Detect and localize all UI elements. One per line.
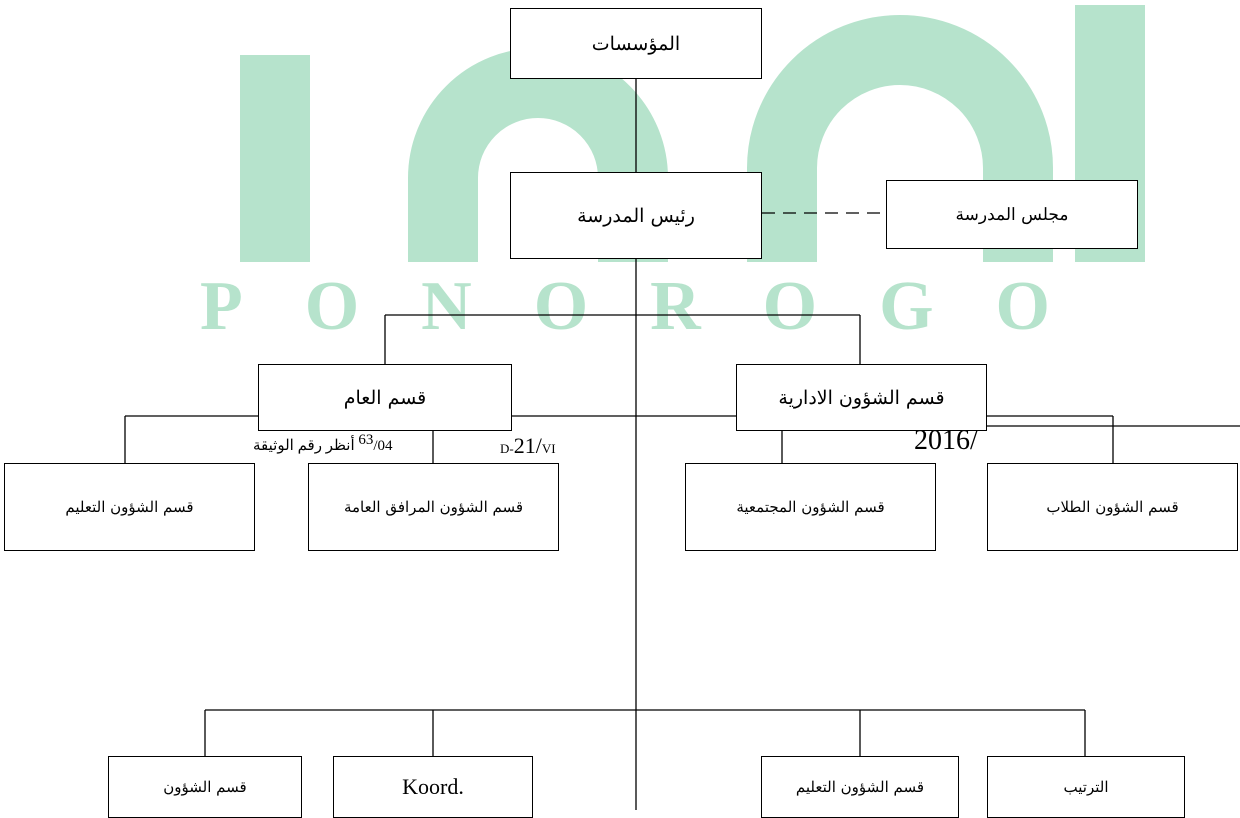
watermark-letter: G bbox=[879, 268, 934, 345]
watermark-letter: O bbox=[762, 268, 818, 345]
education-affairs-box: قسم الشؤون التعليم bbox=[4, 463, 255, 551]
document-code-prefix: D- bbox=[500, 441, 514, 456]
education-affairs-2-label: قسم الشؤون التعليم bbox=[795, 778, 925, 796]
student-affairs-label: قسم الشؤون الطلاب bbox=[1046, 498, 1179, 516]
general-section-label: قسم العام bbox=[343, 386, 427, 409]
community-affairs-label: قسم الشؤون المجتمعية bbox=[736, 498, 885, 516]
watermark-letter: O bbox=[304, 268, 360, 345]
administrative-affairs-box: قسم الشؤون الادارية bbox=[736, 364, 987, 431]
document-year: 2016/ bbox=[914, 425, 978, 456]
document-code-roman: VI bbox=[541, 441, 556, 456]
student-affairs-box: قسم الشؤون الطلاب bbox=[987, 463, 1238, 551]
principal-label: رئيس المدرسة bbox=[577, 204, 695, 227]
institutions-label: المؤسسات bbox=[591, 32, 681, 55]
public-facilities-affairs-label: قسم الشؤون المرافق العامة bbox=[343, 498, 524, 516]
public-facilities-affairs-box: قسم الشؤون المرافق العامة bbox=[308, 463, 559, 551]
watermark-letter: P bbox=[200, 268, 243, 345]
footnote-text: /04 أنظر رقم الوثيقة bbox=[253, 438, 393, 454]
community-affairs-box: قسم الشؤون المجتمعية bbox=[685, 463, 936, 551]
document-code-number: 21/ bbox=[513, 433, 542, 458]
affairs-partial-label: قسم الشؤون bbox=[163, 778, 247, 796]
watermark-letter: R bbox=[650, 268, 701, 345]
principal-box: رئيس المدرسة bbox=[510, 172, 762, 259]
education-affairs-label: قسم الشؤون التعليم bbox=[65, 498, 194, 516]
school-council-box: مجلس المدرسة bbox=[886, 180, 1138, 249]
general-section-box: قسم العام bbox=[258, 364, 512, 431]
administrative-affairs-label: قسم الشؤون الادارية bbox=[778, 386, 945, 409]
arrangement-box: الترتيب bbox=[987, 756, 1185, 818]
koord-box: Koord. bbox=[333, 756, 533, 818]
watermark-letter: O bbox=[533, 268, 589, 345]
watermark-letter: N bbox=[421, 268, 472, 345]
footnote-superscript: 63 bbox=[358, 432, 374, 448]
watermark-letter: O bbox=[995, 268, 1050, 345]
document-code: D-21/VI bbox=[500, 433, 556, 459]
koord-label: Koord. bbox=[402, 774, 464, 799]
watermark-text: P O N O R O G O bbox=[200, 272, 1050, 342]
school-council-label: مجلس المدرسة bbox=[955, 204, 1069, 225]
institutions-box: المؤسسات bbox=[510, 8, 762, 79]
footnote-fragment: 63/04 أنظر رقم الوثيقة bbox=[253, 432, 393, 455]
education-affairs-2-box: قسم الشؤون التعليم bbox=[761, 756, 959, 818]
affairs-partial-box: قسم الشؤون bbox=[108, 756, 302, 818]
arrangement-label: الترتيب bbox=[1063, 778, 1109, 796]
